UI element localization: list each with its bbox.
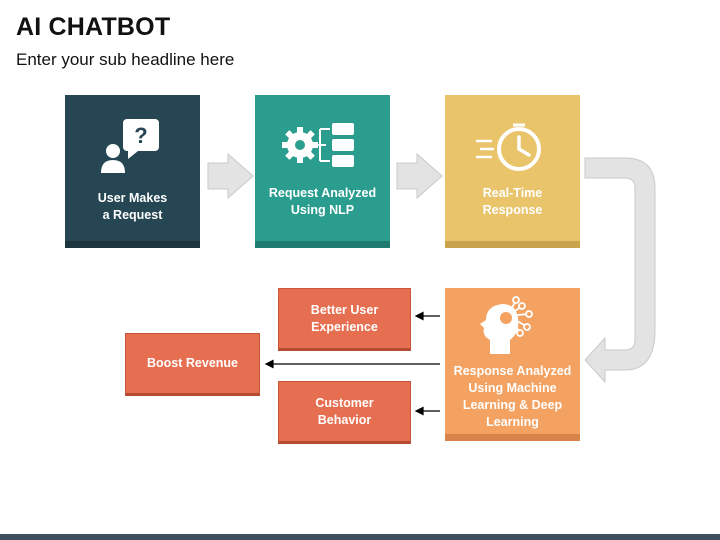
step-response-analyzed: Response Analyzed Using Machine Learning… <box>445 288 580 441</box>
step-label: Request Analyzed Using NLP <box>268 186 377 217</box>
page-subtitle: Enter your sub headline here <box>16 50 235 69</box>
step-label: User Makes a Request <box>97 191 168 222</box>
step-label: Response Analyzed Using Machine Learning… <box>453 364 572 429</box>
outcome-better-user-experience: Better User Experience <box>278 288 411 351</box>
flow-arrow-uturn <box>584 157 656 384</box>
page-title: AI CHATBOT <box>16 13 171 41</box>
flow-arrow-2 <box>396 152 443 200</box>
outcome-customer-behavior: Customer Behavior <box>278 381 411 444</box>
step-request-analyzed: Request Analyzed Using NLP <box>255 95 390 248</box>
step-label: Real-Time Response <box>482 186 543 217</box>
brain-head-icon <box>480 296 533 354</box>
outcome-boost-revenue: Boost Revenue <box>125 333 260 396</box>
step-user-request: ? User Makes a Request <box>65 95 200 248</box>
fast-clock-icon <box>475 123 541 171</box>
gear-chat-icon <box>282 123 354 167</box>
footer-bar <box>0 534 720 540</box>
svg-text:?: ? <box>134 123 147 148</box>
user-question-icon: ? <box>101 119 159 173</box>
flow-arrow-1 <box>207 152 254 200</box>
step-real-time-response: Real-Time Response <box>445 95 580 248</box>
